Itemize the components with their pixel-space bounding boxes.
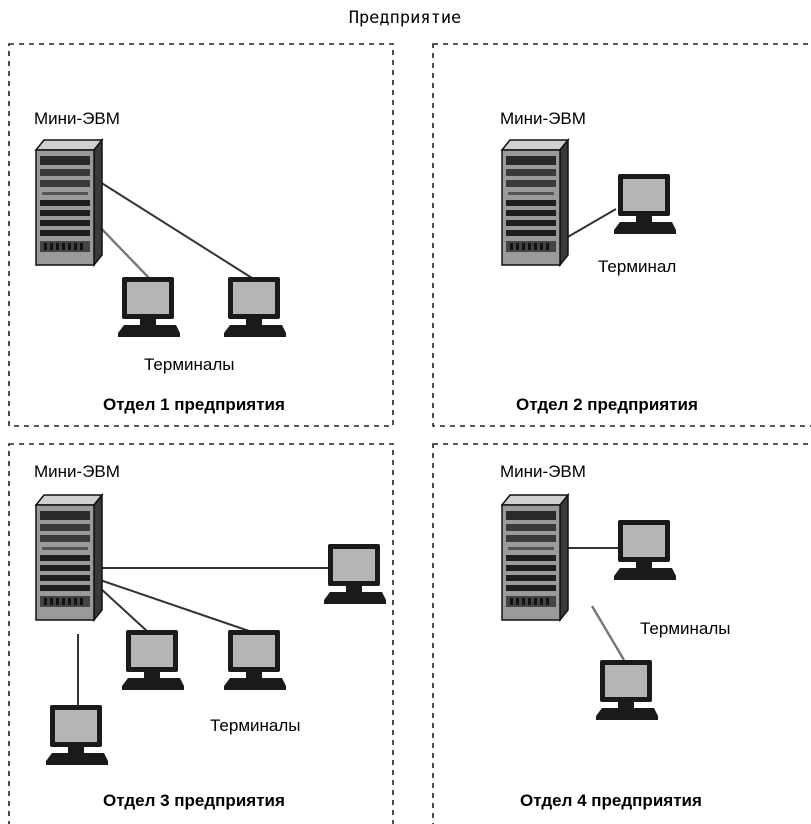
department-1-terminals-label: Терминалы bbox=[144, 355, 235, 374]
department-4: Мини-ЭВМ Терминалы Отдел 4 предприятия bbox=[500, 462, 731, 810]
department-1-border bbox=[8, 43, 394, 427]
department-2: Мини-ЭВМ Терминал Отдел 2 предприятия bbox=[500, 109, 698, 414]
department-3-terminal-1-icon bbox=[324, 544, 386, 604]
department-2-title: Отдел 2 предприятия bbox=[516, 395, 698, 414]
department-3-title: Отдел 3 предприятия bbox=[103, 791, 285, 810]
department-1-server-icon bbox=[35, 139, 103, 266]
department-3-server-label: Мини-ЭВМ bbox=[34, 462, 120, 481]
department-3-terminals-label: Терминалы bbox=[210, 716, 301, 735]
department-2-server-icon bbox=[501, 139, 569, 266]
department-1: Мини-ЭВМ Терминалы Отдел 1 предприятия bbox=[34, 109, 286, 414]
department-1-terminal-2-icon bbox=[224, 277, 286, 337]
page-title: Предприятие bbox=[349, 8, 462, 28]
department-1-link-1 bbox=[94, 221, 151, 280]
department-1-terminal-1-icon bbox=[118, 277, 180, 337]
department-3-link-2 bbox=[99, 587, 149, 633]
department-3-terminal-2-icon bbox=[122, 630, 184, 690]
department-4-title: Отдел 4 предприятия bbox=[520, 791, 702, 810]
department-3-terminal-4-icon bbox=[46, 705, 108, 765]
department-2-terminal-1-icon bbox=[614, 174, 676, 234]
department-2-server-label: Мини-ЭВМ bbox=[500, 109, 586, 128]
department-1-link-2 bbox=[99, 181, 253, 279]
department-3-border bbox=[8, 443, 394, 824]
department-3: Мини-ЭВМ Терминалы Отдел 3 предприятия bbox=[34, 462, 386, 810]
department-4-terminal-2-icon bbox=[596, 660, 658, 720]
department-3-server-icon bbox=[35, 494, 103, 621]
department-1-title: Отдел 1 предприятия bbox=[103, 395, 285, 414]
department-4-border bbox=[432, 443, 811, 824]
department-4-terminal-1-icon bbox=[614, 520, 676, 580]
department-2-terminals-label: Терминал bbox=[598, 257, 676, 276]
department-2-border bbox=[432, 43, 811, 427]
department-3-terminal-3-icon bbox=[224, 630, 286, 690]
department-3-link-3 bbox=[99, 579, 253, 633]
department-4-server-icon bbox=[501, 494, 569, 621]
department-4-link-2 bbox=[590, 605, 626, 661]
department-4-terminals-label: Терминалы bbox=[640, 619, 731, 638]
department-4-server-label: Мини-ЭВМ bbox=[500, 462, 586, 481]
department-2-link-1 bbox=[565, 208, 617, 239]
department-1-server-label: Мини-ЭВМ bbox=[34, 109, 120, 128]
